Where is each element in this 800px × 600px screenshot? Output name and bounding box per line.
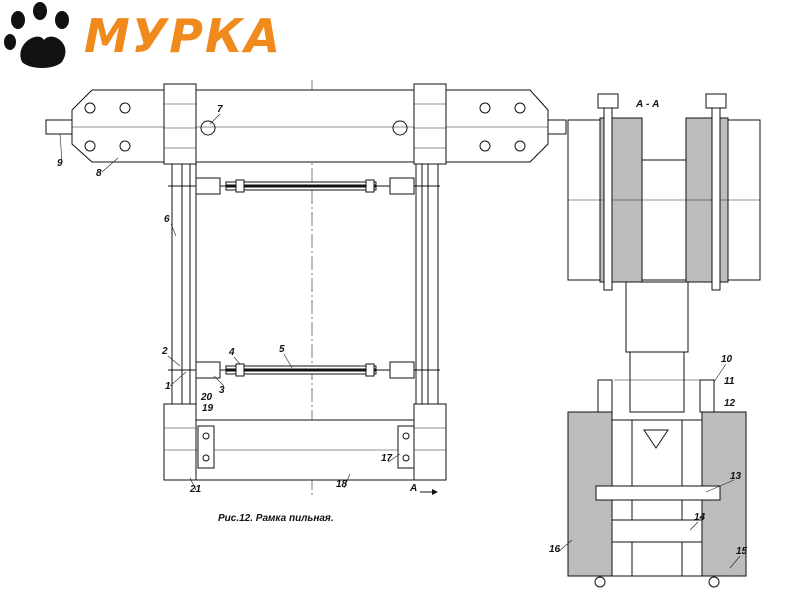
part-label-12: 12 <box>724 398 736 409</box>
part-label-3: 3 <box>219 385 225 396</box>
right-post <box>427 159 439 406</box>
part-label-15: 15 <box>736 546 748 557</box>
section-title: А - А <box>635 99 659 110</box>
paw-icon <box>4 2 69 68</box>
part-label-4: 4 <box>228 347 235 358</box>
section-marker: А <box>409 483 417 494</box>
part-label-8: 8 <box>96 168 102 179</box>
part-label-1: 1 <box>165 381 171 392</box>
part-label-21: 21 <box>189 484 202 495</box>
part-label-2: 2 <box>161 346 168 357</box>
part-labels: 1 2 3 4 5 6 7 8 9 10 11 12 13 14 15 16 1… <box>57 99 748 557</box>
left-post <box>171 159 183 406</box>
part-label-6: 6 <box>164 214 170 225</box>
part-label-18: 18 <box>336 479 348 490</box>
part-label-14: 14 <box>694 512 706 523</box>
front-view <box>45 80 567 498</box>
part-label-10: 10 <box>721 354 733 365</box>
part-label-5: 5 <box>279 344 285 355</box>
brand-name: МУРКА <box>84 9 283 63</box>
section-view <box>567 93 761 588</box>
top-beam <box>71 89 549 163</box>
part-label-7: 7 <box>217 104 223 115</box>
part-label-16: 16 <box>549 544 561 555</box>
part-label-13: 13 <box>730 471 742 482</box>
part-label-11: 11 <box>724 376 735 387</box>
logo: МУРКА <box>0 0 310 75</box>
part-label-19: 19 <box>202 403 214 414</box>
part-label-20: 20 <box>200 392 213 403</box>
part-label-9: 9 <box>57 158 63 169</box>
part-label-17: 17 <box>381 453 393 464</box>
figure-caption: Рис.12. Рамка пильная. <box>218 513 334 524</box>
